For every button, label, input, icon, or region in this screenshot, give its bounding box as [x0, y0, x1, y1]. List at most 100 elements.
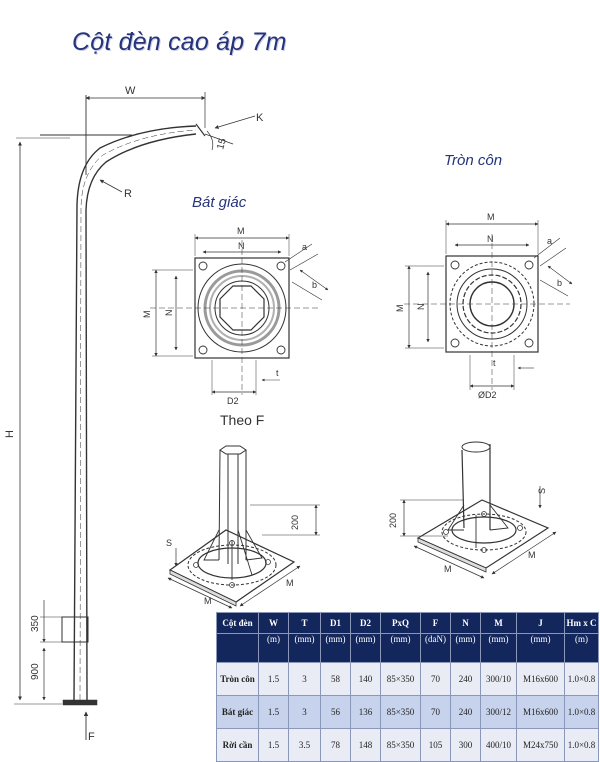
table-cell: 3	[288, 695, 321, 729]
table-cell: 58	[320, 662, 351, 696]
page-title: Cột đèn cao áp 7m	[72, 28, 287, 56]
pole-shaft-inner	[85, 133, 197, 701]
pole-elevation	[14, 92, 256, 740]
octagonal-base-plan	[150, 234, 329, 395]
octagonal-base-isometric	[167, 445, 320, 609]
table-unit-cell: (mm)	[380, 633, 421, 663]
table-cell: M16x600	[516, 662, 565, 696]
table-row-header: Tròn côn	[216, 662, 259, 696]
con-dim-b: b	[557, 278, 562, 288]
table-unit-cell: (mm)	[350, 633, 381, 663]
table-cell: 140	[350, 662, 381, 696]
table-cell: 136	[350, 695, 381, 729]
table-cell: 70	[420, 695, 451, 729]
table-cell: 1.0×0.8	[564, 728, 599, 762]
table-unit-cell: (m)	[564, 633, 599, 663]
table-cell: 300	[450, 728, 481, 762]
table-cell: 85×350	[380, 695, 421, 729]
table-cell: 85×350	[380, 662, 421, 696]
table-cell: 1.0×0.8	[564, 662, 599, 696]
label-conical: Tròn côn	[444, 152, 503, 169]
dim-W: W	[125, 85, 136, 97]
table-cell: M24x750	[516, 728, 565, 762]
con-iso-dim-M-right: M	[528, 550, 536, 560]
dim-R: R	[124, 188, 132, 200]
con-iso-dim-S: S	[537, 488, 547, 494]
pole-base-plate	[62, 699, 98, 706]
con-dim-M-top: M	[487, 212, 495, 222]
table-row-header: Bát giác	[216, 695, 259, 729]
dim-K: K	[256, 112, 264, 124]
table-units-row: (m)(mm)(mm)(mm)(mm)(daN)(mm)(mm)(mm)(m)	[216, 633, 599, 663]
dim-15: 15	[215, 137, 229, 151]
table-cell: 400/10	[480, 728, 517, 762]
table-unit-cell: (mm)	[450, 633, 481, 663]
table-cell: 3	[288, 662, 321, 696]
pole-shaft	[73, 125, 197, 701]
con-dim-D2: ØD2	[478, 390, 497, 400]
oct-iso-dim-200: 200	[290, 515, 300, 530]
table-header-cell: D1	[320, 612, 351, 634]
table-header-cell: M	[480, 612, 517, 634]
oct-dim-N-left: N	[164, 310, 174, 317]
dim-900: 900	[30, 663, 41, 680]
con-dim-M-left: M	[395, 305, 405, 313]
conical-base-plan	[404, 220, 573, 390]
table-cell: 105	[420, 728, 451, 762]
table-header-cell: F	[420, 612, 451, 634]
table-cell: 1.0×0.8	[564, 695, 599, 729]
conical-base-isometric	[400, 441, 557, 579]
oct-dim-b: b	[312, 280, 317, 290]
table-unit-cell	[216, 633, 259, 663]
con-iso-dim-M-front: M	[444, 564, 452, 574]
table-cell: 1.5	[258, 695, 289, 729]
table-row-header: Rời cần	[216, 728, 259, 762]
table-cell: 78	[320, 728, 351, 762]
con-dim-N-top: N	[487, 234, 494, 244]
dim-350: 350	[30, 615, 41, 632]
oct-iso-dim-M-right: M	[286, 578, 294, 588]
oct-dim-M-top: M	[237, 226, 245, 236]
table-unit-cell: (mm)	[320, 633, 351, 663]
label-octagonal: Bát giác	[192, 194, 247, 211]
table-cell: 1.5	[258, 728, 289, 762]
oct-dim-N-top: N	[238, 241, 245, 251]
label-theo-f: Theo F	[220, 412, 265, 428]
table-header-cell: N	[450, 612, 481, 634]
table-cell: 300/12	[480, 695, 517, 729]
oct-dim-t: t	[276, 368, 279, 378]
table-cell: 240	[450, 695, 481, 729]
table-unit-cell: (mm)	[480, 633, 517, 663]
table-cell: 85×350	[380, 728, 421, 762]
con-iso-dim-200: 200	[388, 513, 398, 528]
table-cell: 1.5	[258, 662, 289, 696]
con-dim-N-left: N	[416, 304, 426, 311]
table-cell: 300/10	[480, 662, 517, 696]
table-cell: 240	[450, 662, 481, 696]
table-unit-cell: (mm)	[288, 633, 321, 663]
table-cell: 3.5	[288, 728, 321, 762]
oct-iso-dim-S: S	[166, 538, 172, 548]
table-unit-cell: (daN)	[420, 633, 451, 663]
table-unit-cell: (mm)	[516, 633, 565, 663]
dim-F: F	[88, 731, 95, 743]
oct-dim-D2: D2	[227, 396, 239, 406]
table-header-cell: W	[258, 612, 289, 634]
table-header-cell: T	[288, 612, 321, 634]
table-unit-cell: (m)	[258, 633, 289, 663]
oct-dim-a: a	[302, 242, 307, 252]
oct-iso-dim-M-front: M	[204, 596, 212, 606]
con-dim-t: t	[493, 358, 496, 368]
con-dim-a: a	[547, 236, 552, 246]
table-cell: M16x600	[516, 695, 565, 729]
table-cell: 56	[320, 695, 351, 729]
table-header-cell: J	[516, 612, 565, 634]
table-header-cell: PxQ	[380, 612, 421, 634]
table-header-cell: D2	[350, 612, 381, 634]
